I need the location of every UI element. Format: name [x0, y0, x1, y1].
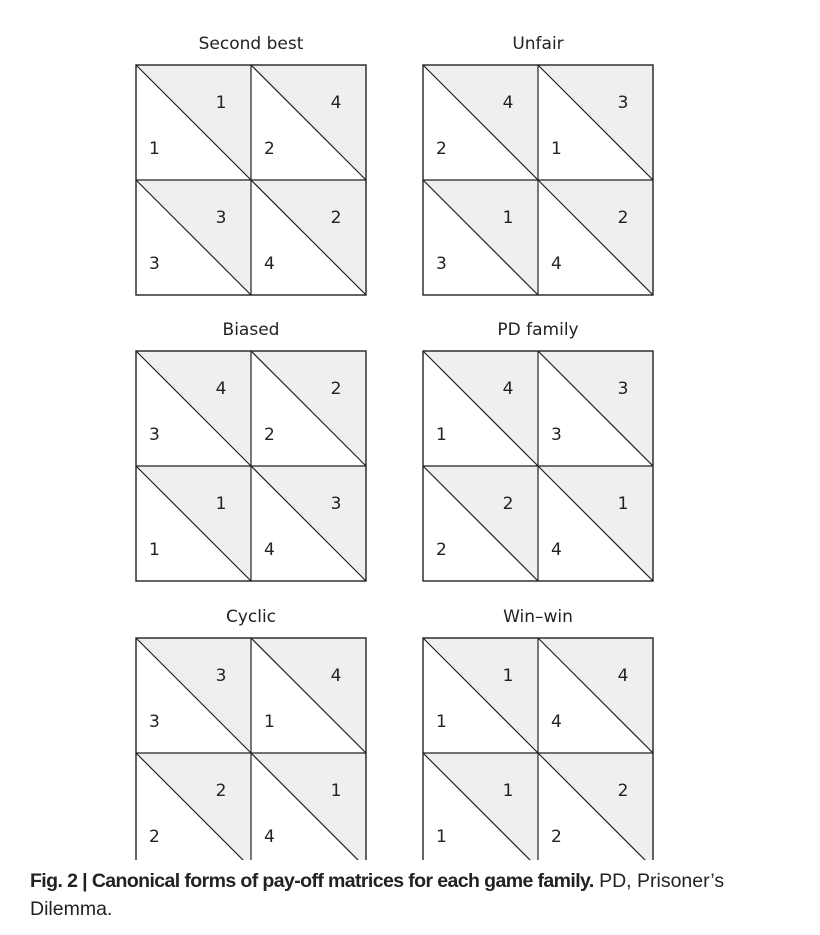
column-payoff-triangle [423, 753, 538, 860]
cell-diagonal [422, 350, 539, 467]
game-title: Win–win [503, 607, 573, 627]
cell-diagonal [250, 637, 367, 754]
column-payoff-value: 2 [618, 208, 629, 228]
matrix-border [135, 350, 367, 582]
column-payoff-value: 4 [503, 379, 514, 399]
row-payoff-value: 3 [149, 425, 160, 445]
row-payoff-value: 1 [149, 540, 160, 560]
row-payoff-value: 2 [551, 827, 562, 847]
game-matrix: PD family 4 1 3 3 2 2 1 4 [422, 320, 654, 582]
row-payoff-value: 3 [551, 425, 562, 445]
row-payoff-value: 1 [551, 139, 562, 159]
row-payoff-value: 4 [551, 712, 562, 732]
column-payoff-value: 3 [618, 379, 629, 399]
row-payoff-value: 1 [264, 712, 275, 732]
game-matrix: Cyclic 3 3 4 1 2 2 1 4 [135, 607, 367, 860]
game-matrix: Unfair 4 2 3 1 1 3 2 4 [422, 34, 654, 296]
column-payoff-value: 4 [331, 93, 342, 113]
game-title: Biased [223, 320, 280, 340]
column-payoff-value: 4 [331, 666, 342, 686]
column-payoff-value: 2 [331, 208, 342, 228]
cell-diagonal [250, 465, 367, 582]
row-payoff-value: 4 [551, 254, 562, 274]
row-payoff-value: 1 [436, 425, 447, 445]
row-payoff-value: 3 [436, 254, 447, 274]
cell-diagonal [250, 350, 367, 467]
cell-diagonal [250, 752, 359, 860]
cell-diagonal [422, 64, 539, 181]
column-payoff-value: 2 [618, 781, 629, 801]
column-payoff-value: 1 [216, 494, 227, 514]
column-payoff-triangle [136, 753, 251, 860]
column-payoff-value: 1 [503, 666, 514, 686]
cell-diagonal [135, 637, 252, 754]
matrix-border [422, 637, 654, 860]
row-payoff-value: 3 [149, 254, 160, 274]
caption-text: PD, Prisoner’s Dilemma. [30, 870, 725, 920]
game-matrix: Second best 1 1 4 2 3 3 2 4 [135, 34, 367, 296]
cell-diagonal [250, 64, 367, 181]
row-payoff-value: 4 [264, 827, 275, 847]
cell-diagonal [250, 179, 367, 296]
cell-diagonal [537, 752, 646, 860]
column-payoff-value: 1 [216, 93, 227, 113]
game-matrix: Biased 4 3 2 2 1 1 3 4 [135, 320, 367, 582]
figure-caption: Fig. 2 | Canonical forms of pay-off matr… [30, 867, 790, 923]
column-payoff-triangle [538, 753, 653, 860]
cell-diagonal [537, 637, 654, 754]
row-payoff-value: 4 [264, 540, 275, 560]
column-payoff-value: 3 [331, 494, 342, 514]
row-payoff-value: 1 [436, 712, 447, 732]
row-payoff-value: 3 [149, 712, 160, 732]
cell-diagonal [422, 465, 539, 582]
cell-diagonal [135, 64, 252, 181]
cell-diagonal [537, 350, 654, 467]
caption-label: Fig. 2 | [30, 870, 92, 892]
cell-diagonal [135, 350, 252, 467]
cell-diagonal [537, 64, 654, 181]
matrix-border [135, 64, 367, 296]
column-payoff-value: 2 [331, 379, 342, 399]
row-payoff-value: 2 [264, 425, 275, 445]
row-payoff-value: 1 [436, 827, 447, 847]
column-payoff-value: 1 [331, 781, 342, 801]
game-title: Unfair [512, 34, 563, 54]
column-payoff-value: 4 [618, 666, 629, 686]
column-payoff-value: 4 [503, 93, 514, 113]
column-payoff-value: 4 [216, 379, 227, 399]
cell-diagonal [135, 179, 252, 296]
row-payoff-value: 1 [149, 139, 160, 159]
payoff-matrices-figure: Second best11423324Unfair42311324Biased4… [135, 34, 654, 860]
cell-diagonal [422, 752, 531, 860]
matrix-border [422, 350, 654, 582]
column-payoff-value: 3 [216, 666, 227, 686]
caption-title: Canonical forms of pay-off matrices for … [91, 870, 594, 892]
cell-diagonal [135, 752, 244, 860]
game-matrix: Win–win 1 1 4 4 1 1 2 2 [422, 607, 654, 860]
game-title: PD family [497, 320, 578, 340]
row-payoff-value: 2 [264, 139, 275, 159]
column-payoff-value: 3 [216, 208, 227, 228]
row-payoff-value: 2 [436, 139, 447, 159]
game-title: Cyclic [226, 607, 276, 627]
row-payoff-value: 2 [436, 540, 447, 560]
cell-diagonal [422, 179, 539, 296]
column-payoff-value: 2 [503, 494, 514, 514]
column-payoff-value: 1 [503, 781, 514, 801]
cell-diagonal [422, 637, 539, 754]
row-payoff-value: 4 [264, 254, 275, 274]
game-title: Second best [199, 34, 304, 54]
matrix-border [422, 64, 654, 296]
cell-diagonal [537, 179, 654, 296]
column-payoff-value: 1 [503, 208, 514, 228]
cell-diagonal [135, 465, 252, 582]
column-payoff-triangle [251, 753, 366, 860]
column-payoff-value: 3 [618, 93, 629, 113]
column-payoff-value: 2 [216, 781, 227, 801]
column-payoff-value: 1 [618, 494, 629, 514]
matrix-border [135, 637, 367, 860]
row-payoff-value: 2 [149, 827, 160, 847]
row-payoff-value: 4 [551, 540, 562, 560]
cell-diagonal [537, 465, 654, 582]
